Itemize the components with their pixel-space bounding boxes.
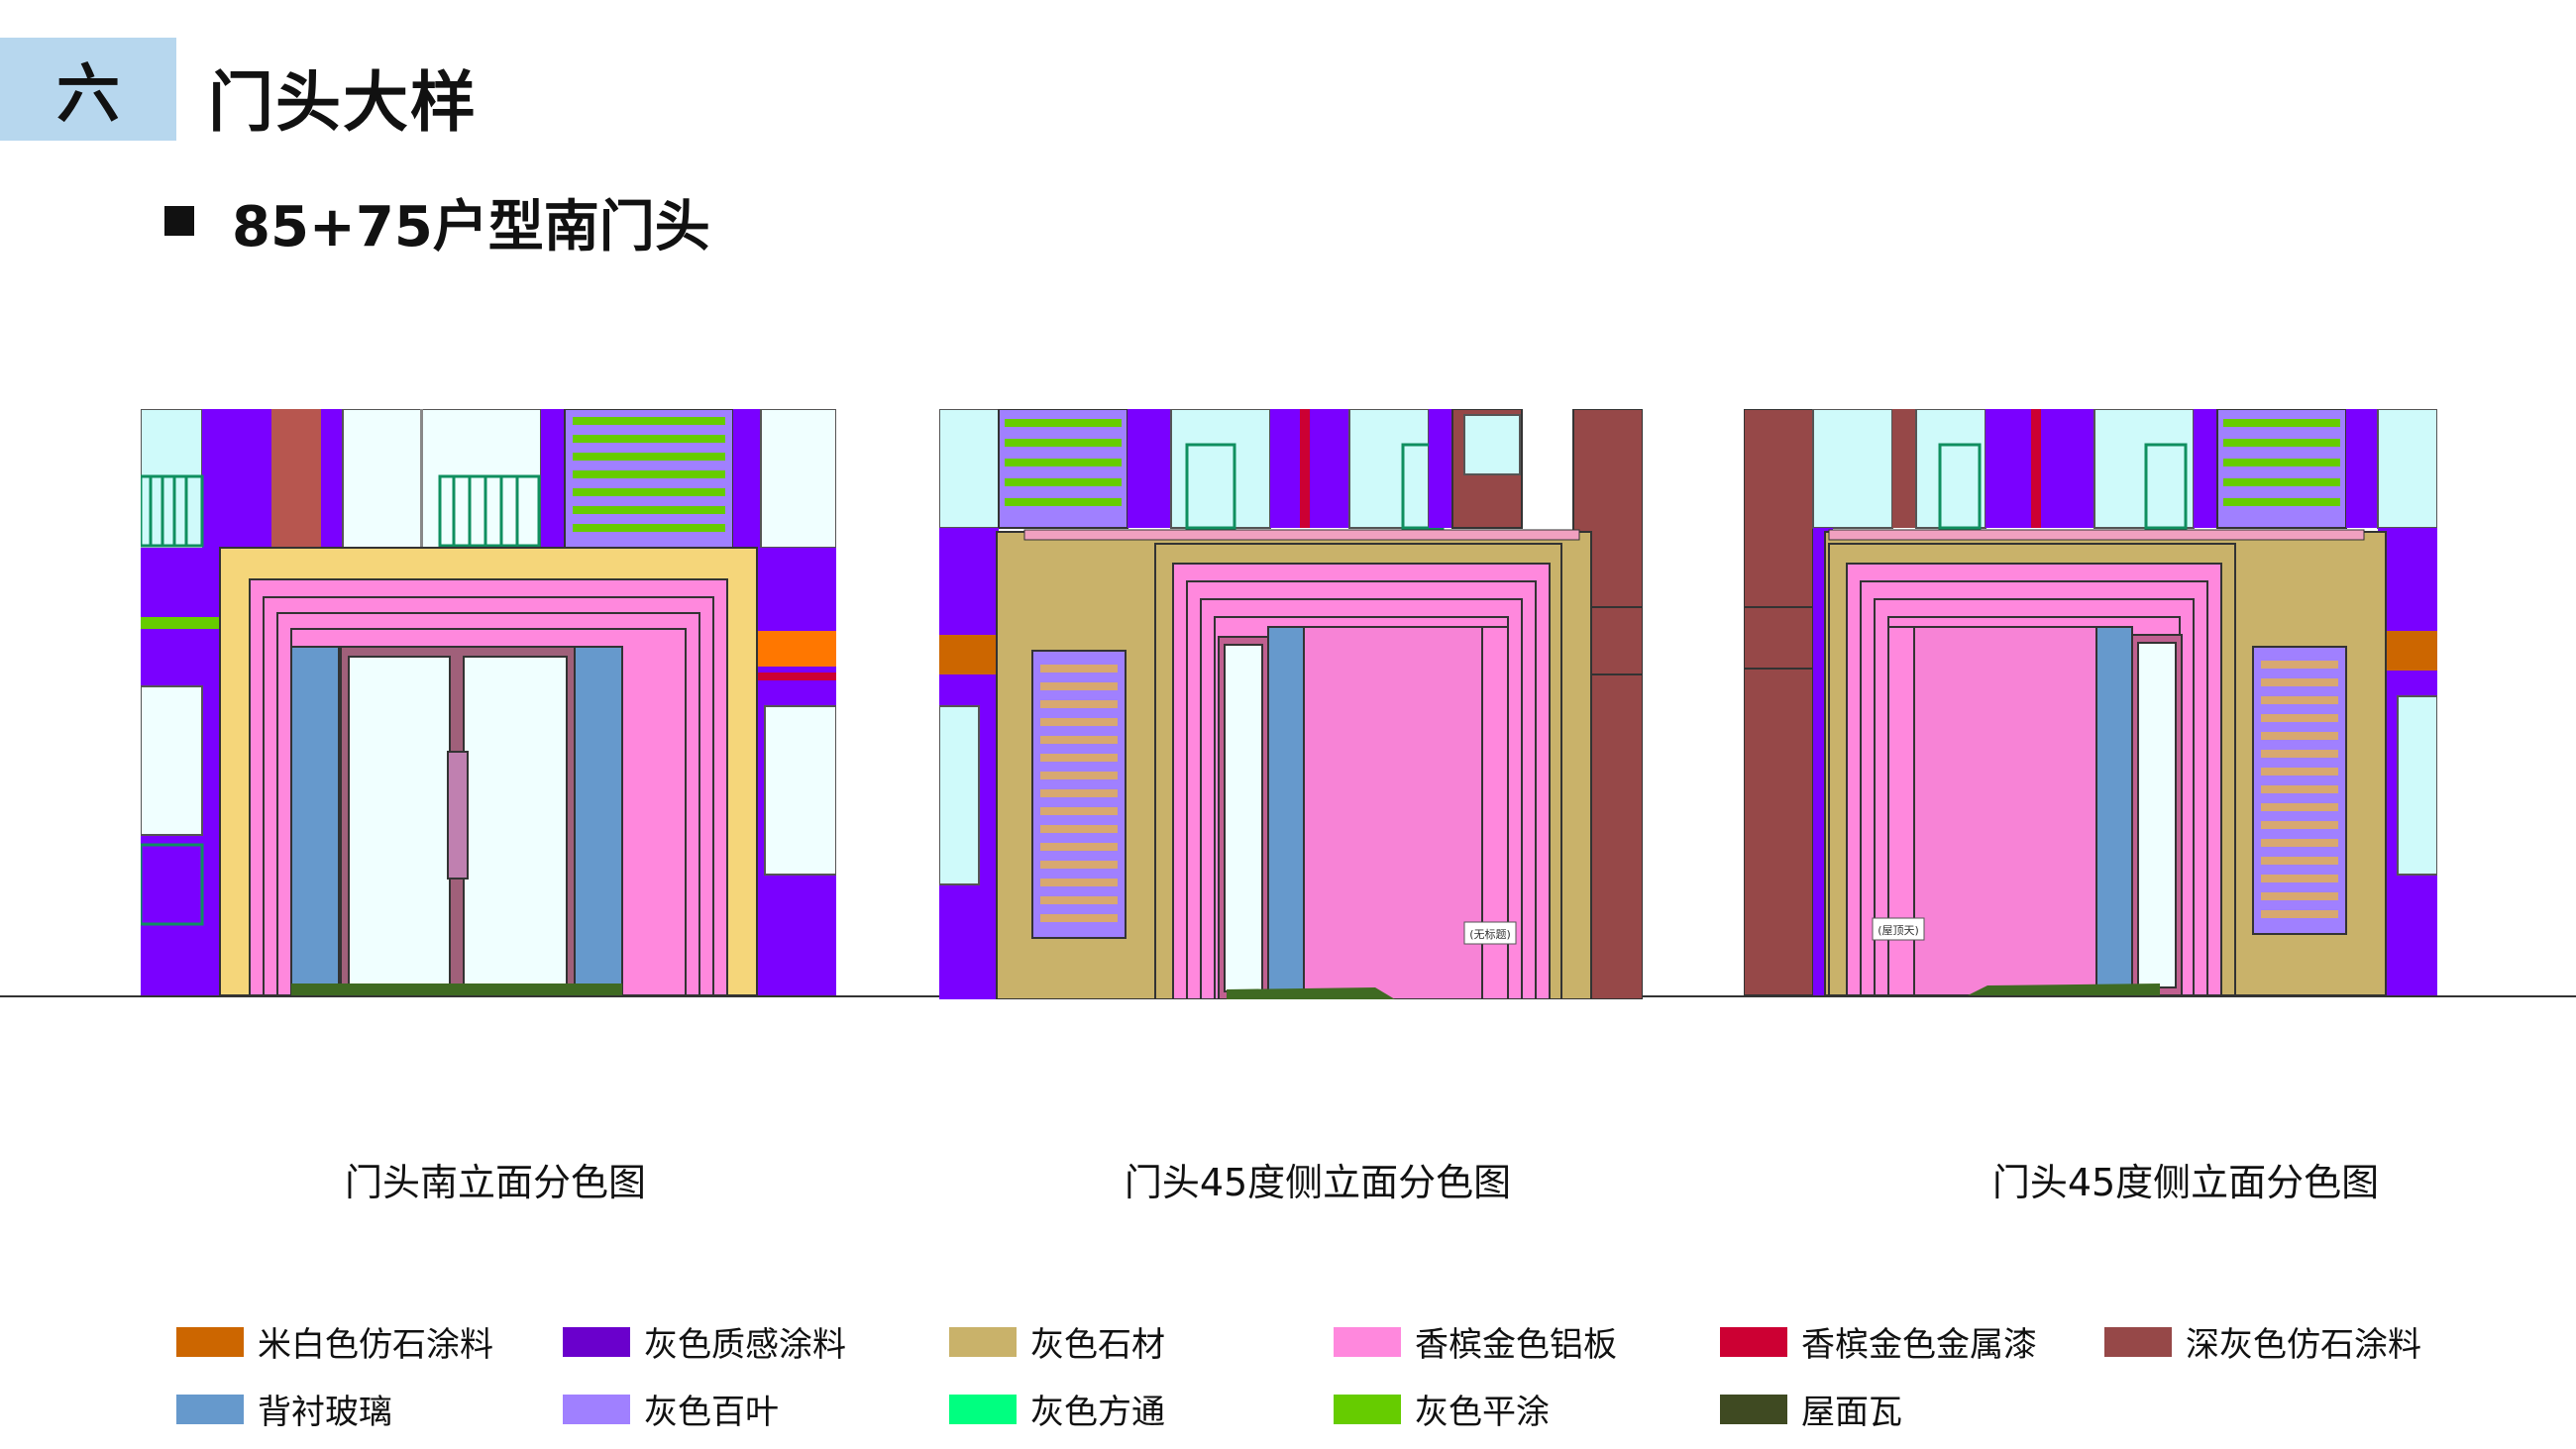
legend-item: 香槟金色铝板 xyxy=(1334,1317,1617,1366)
legend-label: 灰色百叶 xyxy=(644,1393,779,1432)
legend-label: 灰色平涂 xyxy=(1415,1393,1550,1432)
legend-label: 香槟金色铝板 xyxy=(1415,1325,1617,1365)
section-number-badge: 六 xyxy=(0,38,176,141)
drawing-tag: (屋顶天) xyxy=(1878,924,1919,937)
legend-swatch xyxy=(949,1394,1017,1424)
legend-label: 灰色质感涂料 xyxy=(644,1325,846,1365)
legend-label: 香槟金色金属漆 xyxy=(1801,1325,2037,1365)
legend-label: 背衬玻璃 xyxy=(258,1393,392,1432)
square-bullet-icon xyxy=(164,206,194,236)
legend-item: 深灰色仿石涂料 xyxy=(2104,1317,2421,1366)
caption-side-elevation-1: 门头45度侧立面分色图 xyxy=(1124,1161,1512,1204)
legend-label: 灰色方通 xyxy=(1030,1393,1165,1432)
legend-swatch xyxy=(1720,1326,1787,1357)
legend-item: 米白色仿石涂料 xyxy=(176,1317,493,1366)
south-elevation-drawing xyxy=(141,409,836,995)
legend-swatch xyxy=(563,1326,630,1357)
legend-item: 屋面瓦 xyxy=(1720,1385,1902,1433)
caption-south-elevation: 门头南立面分色图 xyxy=(344,1161,646,1204)
legend-swatch xyxy=(949,1326,1017,1357)
legend-swatch xyxy=(1720,1394,1787,1424)
legend-swatch xyxy=(1334,1394,1401,1424)
legend-item: 灰色石材 xyxy=(949,1317,1165,1366)
legend-swatch xyxy=(176,1394,244,1424)
legend-label: 灰色石材 xyxy=(1030,1325,1165,1365)
drawing-tag: (无标题) xyxy=(1469,927,1511,941)
legend-swatch xyxy=(2104,1326,2172,1357)
legend-label: 米白色仿石涂料 xyxy=(258,1325,493,1365)
legend-item: 灰色质感涂料 xyxy=(563,1317,846,1366)
legend-swatch xyxy=(1334,1326,1401,1357)
legend-item: 香槟金色金属漆 xyxy=(1720,1317,2037,1366)
legend-swatch xyxy=(176,1326,244,1357)
side-elevation-drawing-1: (无标题) xyxy=(939,409,1643,999)
legend-label: 深灰色仿石涂料 xyxy=(2186,1325,2421,1365)
caption-side-elevation-2: 门头45度侧立面分色图 xyxy=(1991,1161,2380,1204)
legend-item: 灰色平涂 xyxy=(1334,1385,1550,1433)
legend-swatch xyxy=(563,1394,630,1424)
section-title: 门头大样 xyxy=(208,64,478,141)
legend-label: 屋面瓦 xyxy=(1801,1393,1902,1432)
side-elevation-drawing-2: (屋顶天) xyxy=(1744,409,2437,995)
subtitle: 85+75户型南门头 xyxy=(232,195,710,259)
legend-item: 背衬玻璃 xyxy=(176,1385,392,1433)
legend-item: 灰色百叶 xyxy=(563,1385,779,1433)
legend-item: 灰色方通 xyxy=(949,1385,1165,1433)
